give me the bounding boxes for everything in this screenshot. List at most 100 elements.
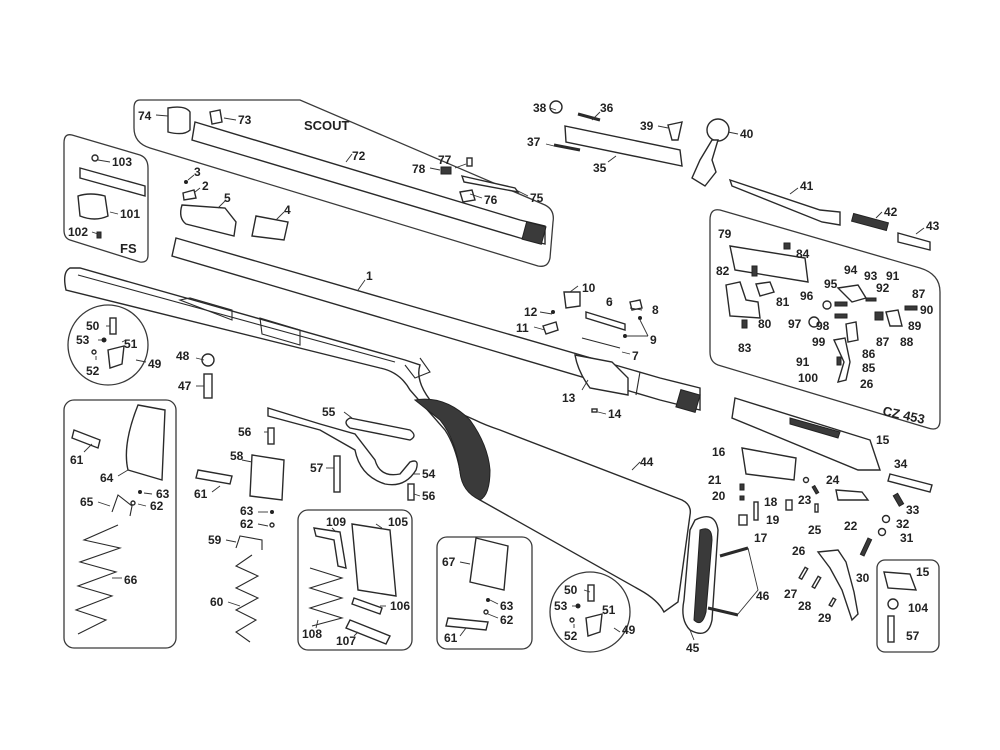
spring-98 [834,313,848,319]
label-97: 97 [788,317,802,331]
scout-screw-77 [466,157,473,167]
rear-sight-slider-8 [629,299,643,311]
label-6: 6 [606,295,613,309]
floor-plate-61c [445,617,489,631]
label-94: 94 [844,263,858,277]
label-91b: 91 [796,355,810,369]
screw-47 [203,373,213,399]
stock-44 [63,267,692,614]
ball-9a [638,316,642,320]
label-51: 51 [124,337,138,351]
pin-52 [91,349,97,355]
single-shot-adapter-group-box [436,536,533,650]
label-57a: 57 [310,461,324,475]
label-54: 54 [422,467,436,481]
label-47: 47 [178,379,192,393]
screw-18 [785,499,793,511]
label-2: 2 [202,179,209,193]
label-43: 43 [926,219,940,233]
scope-rail-34 [887,473,933,493]
label-61a: 61 [70,453,84,467]
label-44: 44 [640,455,654,469]
pin-52b [569,617,575,623]
label-78: 78 [412,162,426,176]
label-93: 93 [864,269,878,283]
label-26b: 26 [792,544,806,558]
label-50b: 50 [564,583,578,597]
ejector-spring-37 [553,143,581,152]
nut-53 [101,337,107,343]
swivel-51 [107,345,125,369]
scout-rail-75 [460,175,520,194]
label-10: 10 [582,281,596,295]
label-96: 96 [800,289,814,303]
label-63a: 63 [156,487,170,501]
label-11: 11 [516,321,529,335]
pin-29 [828,597,837,608]
plate-55 [345,417,415,441]
label-12: 12 [524,305,538,319]
label-77: 77 [438,153,452,167]
trigger-assembly-26 [816,549,859,622]
label-7: 7 [632,349,639,363]
label-106: 106 [390,599,410,613]
magazine-5rd-group-box [297,509,413,651]
screw-30 [859,537,873,557]
label-109: 109 [326,515,346,529]
label-80: 80 [758,317,772,331]
label-55: 55 [322,405,336,419]
label-85: 85 [862,361,876,375]
spring-88 [874,311,884,321]
follower-65 [111,494,133,517]
follower-59 [235,535,263,550]
label-72: 72 [352,149,366,163]
label-14: 14 [608,407,622,421]
pin-14 [591,408,598,413]
spring-66 [74,524,123,635]
floor-plate-107 [345,619,391,645]
label-33: 33 [906,503,920,517]
trigger-guard-22 [835,489,870,501]
magazine-10rd-group-box [63,399,177,649]
label-57b: 57 [906,629,920,643]
swivel-screw-50 [109,317,117,335]
cz453-group-title: CZ 453 [881,403,926,427]
receiver-slot [789,417,841,439]
screw-83 [741,319,748,329]
magazine-64 [125,404,166,481]
sling-swivel-group-circle [67,304,149,386]
label-21: 21 [708,473,722,487]
label-53b: 53 [554,599,568,613]
label-108: 108 [302,627,322,641]
label-53: 53 [76,333,90,347]
lever-89 [885,309,903,327]
bolt-stop-39 [667,121,683,141]
label-48: 48 [176,349,190,363]
label-27: 27 [784,587,798,601]
pin-96 [822,300,832,310]
screw-57b [887,615,895,643]
label-29: 29 [818,611,832,625]
label-30: 30 [856,571,870,585]
fs-front-sight-103 [91,154,99,162]
spring-82 [751,265,758,277]
spring-60 [234,554,260,643]
label-20: 20 [712,489,726,503]
buttplate-screw-46a [719,546,749,558]
label-4: 4 [284,203,291,217]
label-104: 104 [908,601,928,615]
label-87b: 87 [876,335,890,349]
firing-pin-41 [728,178,841,226]
part-labels: 74 73 72 77 78 76 75 103 101 102 3 2 5 4… [68,101,940,655]
screw-3 [184,180,188,184]
label-98: 98 [816,319,830,333]
ball-63c [486,598,490,602]
washer-97 [808,316,820,328]
label-56b: 56 [422,489,436,503]
trigger-housing-79 [729,245,809,283]
scout-front-sight-73 [209,109,223,125]
label-63b: 63 [240,504,254,518]
label-76: 76 [484,193,498,207]
label-35: 35 [593,161,607,175]
label-42: 42 [884,205,898,219]
